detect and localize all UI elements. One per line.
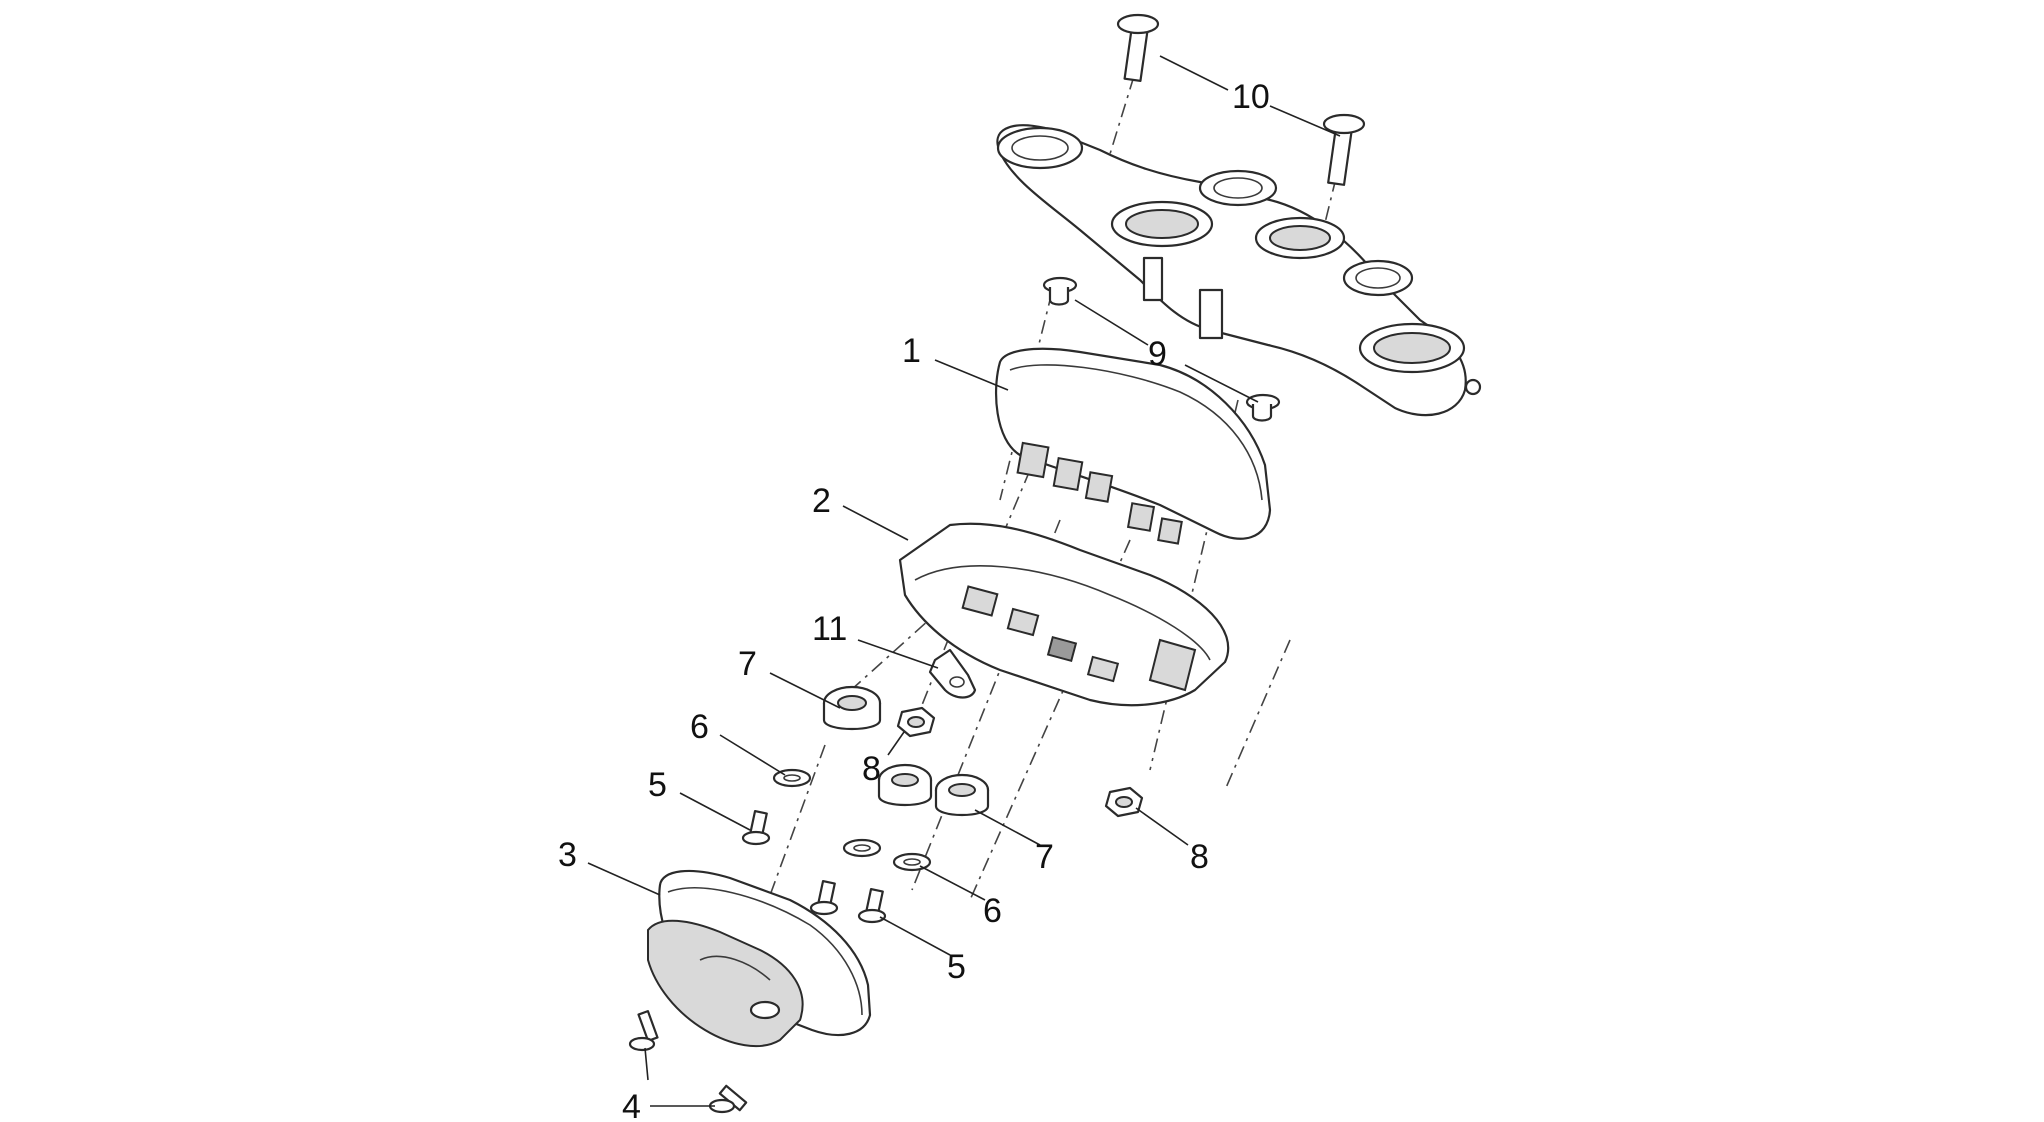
screw-4-lower: [708, 1084, 748, 1114]
callout-8-left: 8: [862, 750, 881, 788]
grommet-7-right-a: [877, 763, 933, 806]
instrument-housing-1: [995, 347, 1272, 545]
callout-5-right: 5: [947, 948, 966, 986]
screw-4-upper: [628, 1010, 659, 1052]
callout-9: 9: [1148, 335, 1167, 373]
nut-8-left: [896, 706, 936, 738]
screw-5-right-a: [809, 879, 839, 916]
lower-cover-2: [898, 522, 1230, 707]
callout-2: 2: [812, 482, 831, 520]
leader-lines: [587, 55, 1341, 1107]
grommet-7-right-b: [934, 773, 990, 816]
callout-10: 10: [1232, 78, 1270, 116]
screw-10-right: [1322, 113, 1366, 186]
screw-5-left: [741, 809, 771, 846]
handlebar-bracket: [996, 124, 1482, 417]
callout-6-left: 6: [690, 708, 709, 746]
callout-labels: 10 9 1 2 11 7 8 6 5 3 7 8 6 5 4: [558, 78, 1270, 1122]
callout-6-right: 6: [983, 892, 1002, 930]
callout-1: 1: [902, 332, 921, 370]
washer-6-right-a: [842, 838, 882, 858]
spacer-9-left: [1042, 276, 1078, 306]
callout-8-right: 8: [1190, 838, 1209, 876]
callout-7-left: 7: [738, 645, 757, 683]
callout-5-left: 5: [648, 766, 667, 804]
screw-10-left: [1116, 13, 1160, 82]
screw-5-right-b: [857, 887, 887, 924]
bracket-11: [928, 648, 977, 699]
rear-cover-3: [647, 869, 872, 1047]
grommet-7-left: [822, 685, 882, 730]
callout-7-right: 7: [1035, 838, 1054, 876]
nut-8-right: [1104, 786, 1144, 818]
spacer-9-right: [1245, 393, 1281, 422]
callout-11: 11: [812, 610, 847, 648]
callout-4: 4: [622, 1088, 641, 1122]
callout-3: 3: [558, 836, 577, 874]
